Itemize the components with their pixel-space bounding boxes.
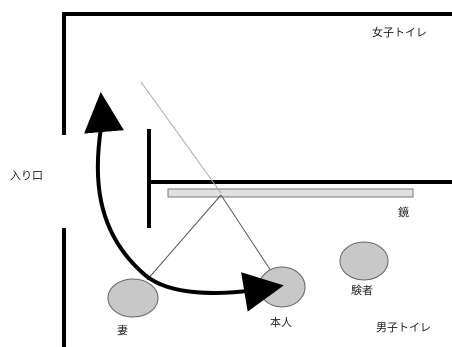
self-label: 本人 xyxy=(270,315,292,329)
reflection-line xyxy=(140,81,222,194)
path-arrow-to-entrance-head xyxy=(84,92,124,134)
mens-toilet-label: 男子トイレ xyxy=(376,321,431,334)
mirror xyxy=(167,188,414,198)
path-arrow-to-self xyxy=(95,114,284,312)
entrance-label: 入り口 xyxy=(10,169,43,182)
womens-toilet-label: 女子トイレ xyxy=(372,25,427,39)
subject-person xyxy=(339,241,389,281)
wife-person xyxy=(107,278,159,318)
sight-line-self xyxy=(220,194,278,281)
mirror-label: 鏡 xyxy=(398,205,409,219)
wife-label: 妻 xyxy=(117,324,128,337)
sight-line-wife xyxy=(146,194,222,281)
walls xyxy=(62,12,452,347)
subject-label: 験者 xyxy=(351,283,373,297)
